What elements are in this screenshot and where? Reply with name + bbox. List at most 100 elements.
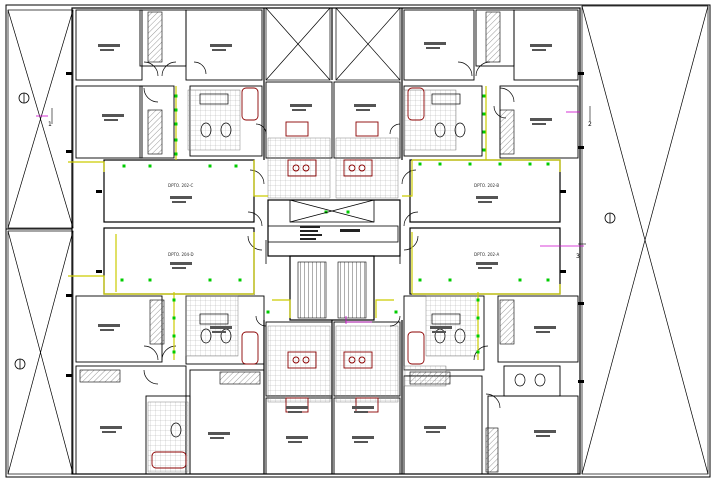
room-label-bar bbox=[208, 432, 230, 435]
window-marker bbox=[560, 270, 566, 273]
lobby-text-bars bbox=[300, 226, 360, 240]
room-label-bar bbox=[102, 114, 124, 117]
axis-markers: 1 2 3 bbox=[48, 106, 592, 260]
green-marker bbox=[448, 278, 452, 282]
room-label-subbar bbox=[292, 109, 306, 111]
green-marker bbox=[174, 152, 178, 156]
green-marker bbox=[174, 94, 178, 98]
room-label-bar bbox=[476, 196, 498, 199]
green-marker bbox=[346, 210, 350, 214]
room-label-subbar bbox=[288, 441, 302, 443]
green-marker bbox=[148, 164, 152, 168]
window-marker bbox=[66, 374, 72, 377]
room-label-subbar bbox=[288, 411, 302, 413]
window-markers bbox=[66, 72, 584, 383]
fixtures bbox=[151, 87, 425, 469]
window-marker bbox=[578, 146, 584, 149]
room-label-subbar bbox=[212, 49, 226, 51]
room-label-bar bbox=[210, 326, 232, 329]
room-label-subbar bbox=[354, 411, 368, 413]
green-marker bbox=[172, 350, 176, 354]
room-label-bar bbox=[534, 430, 556, 433]
green-marker bbox=[546, 278, 550, 282]
room-label-subbar bbox=[212, 331, 226, 333]
unit-labels: DPTO. 202-C DPTO. 202-B DPTO. 204-D DPTO… bbox=[168, 183, 499, 257]
green-marker bbox=[418, 278, 422, 282]
room-label-bar bbox=[290, 104, 312, 107]
window-marker bbox=[66, 72, 72, 75]
room-label-subbar bbox=[536, 435, 550, 437]
green-marker bbox=[518, 278, 522, 282]
outer-boundary bbox=[5, 4, 711, 478]
window-marker bbox=[578, 72, 584, 75]
room-label-bar bbox=[430, 326, 452, 329]
green-marker bbox=[172, 298, 176, 302]
green-marker bbox=[438, 162, 442, 166]
window-marker bbox=[96, 270, 102, 273]
green-marker bbox=[528, 162, 532, 166]
green-marker bbox=[172, 334, 176, 338]
room-label-subbar bbox=[104, 119, 118, 121]
room-label-subbar bbox=[432, 331, 446, 333]
green-marker bbox=[418, 162, 422, 166]
room-label-bar bbox=[530, 118, 552, 121]
room-label-bar bbox=[352, 406, 374, 409]
green-marker bbox=[498, 162, 502, 166]
green-marker bbox=[172, 316, 176, 320]
green-marker bbox=[394, 310, 398, 314]
window-marker bbox=[578, 302, 584, 305]
void-areas bbox=[7, 5, 709, 475]
green-marker bbox=[148, 278, 152, 282]
green-marker bbox=[324, 210, 328, 214]
axis-marker-2: 2 bbox=[588, 121, 592, 128]
lobby-elements bbox=[265, 199, 401, 264]
room-label-subbar bbox=[478, 201, 492, 203]
room-label-bar bbox=[424, 426, 446, 429]
green-marker bbox=[266, 310, 270, 314]
unit-label-d: DPTO. 204-D bbox=[168, 252, 194, 257]
room-label-bar bbox=[476, 262, 498, 265]
green-marker bbox=[476, 334, 480, 338]
green-marker bbox=[476, 298, 480, 302]
green-marker bbox=[482, 112, 486, 116]
green-marker bbox=[208, 278, 212, 282]
section-lines bbox=[36, 111, 584, 324]
room-label-subbar bbox=[354, 441, 368, 443]
green-marker bbox=[238, 278, 242, 282]
green-marker bbox=[482, 148, 486, 152]
window-marker bbox=[578, 380, 584, 383]
green-marker bbox=[476, 350, 480, 354]
green-marker bbox=[546, 162, 550, 166]
room-label-subbar bbox=[210, 437, 224, 439]
toilets-sinks bbox=[170, 93, 546, 438]
room-label-subbar bbox=[172, 201, 186, 203]
window-marker bbox=[560, 190, 566, 193]
room-label-bar bbox=[352, 436, 374, 439]
window-marker bbox=[66, 294, 72, 297]
green-marker bbox=[208, 164, 212, 168]
room-label-bar bbox=[286, 406, 308, 409]
room-label-bar bbox=[98, 44, 120, 47]
green-marker bbox=[120, 278, 124, 282]
tiled-floors bbox=[147, 89, 479, 473]
green-marker bbox=[482, 130, 486, 134]
stairs bbox=[79, 11, 515, 473]
room-label-subbar bbox=[478, 267, 492, 269]
window-marker bbox=[96, 190, 102, 193]
room-label-subbar bbox=[532, 123, 546, 125]
room-label-bar bbox=[100, 426, 122, 429]
room-label-bar bbox=[354, 104, 376, 107]
room-label-bar bbox=[98, 324, 120, 327]
green-markers bbox=[120, 94, 550, 354]
green-marker bbox=[174, 108, 178, 112]
room-label-subbar bbox=[100, 329, 114, 331]
window-marker bbox=[66, 150, 72, 153]
room-label-subbar bbox=[532, 49, 546, 51]
room-label-subbar bbox=[102, 431, 116, 433]
green-marker bbox=[476, 316, 480, 320]
room-label-subbar bbox=[100, 49, 114, 51]
axis-marker-3: 3 bbox=[576, 253, 580, 260]
green-marker bbox=[174, 138, 178, 142]
room-label-subbar bbox=[356, 109, 370, 111]
